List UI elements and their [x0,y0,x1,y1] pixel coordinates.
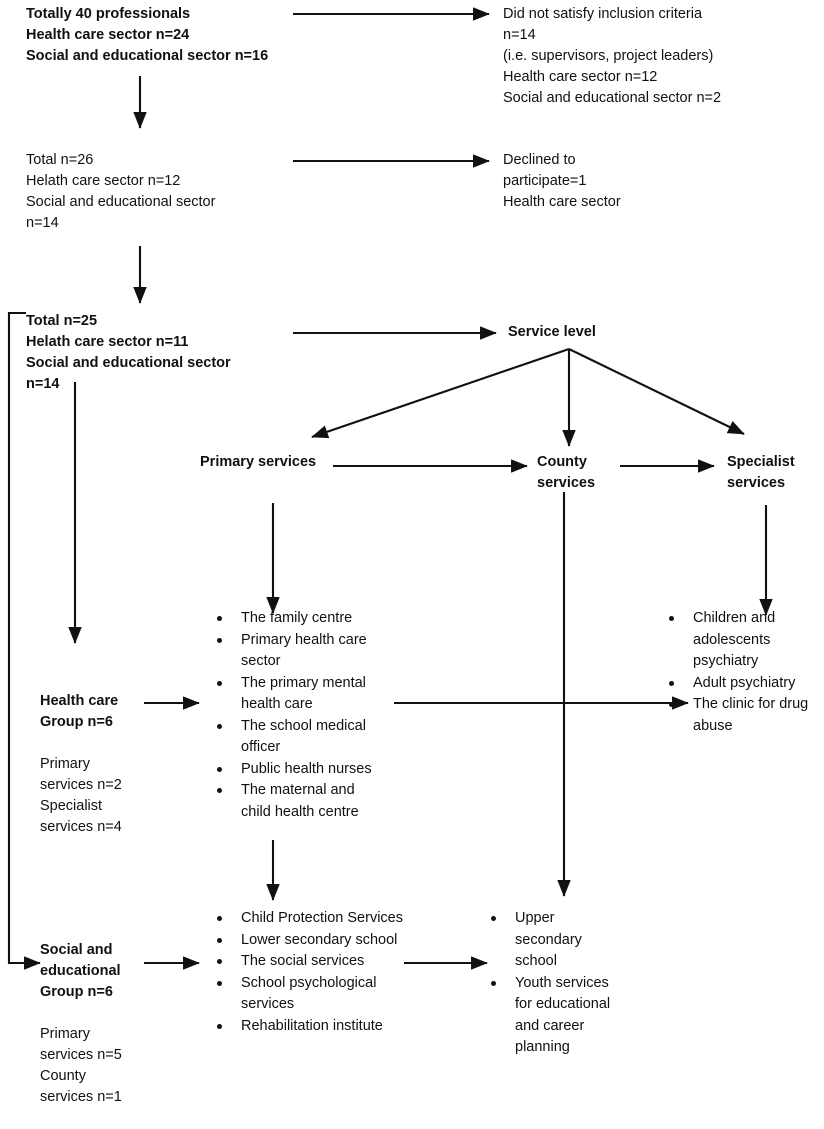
social-group-body: Primary services n=5 County services n=1 [40,1026,122,1105]
list-item: The clinic for drug abuse [665,694,810,737]
social-and-educational-group: Social and educational Group n=6 Primary… [40,919,122,1129]
list-item: Adult psychiatry [665,673,810,695]
list-item: Lower secondary school [213,930,405,952]
list-item: The family centre [213,608,388,630]
list-item: Youth services for educational and caree… [487,973,617,1059]
list-item: The school medical officer [213,716,388,759]
declined-to-participate: Declined to participate=1 Health care se… [503,152,621,210]
primary-services: Primary services [200,454,317,470]
county-services: County services [537,454,596,491]
arrow-service-level-to-primary [311,348,570,439]
specialist-services: Specialist services [727,454,795,491]
list-item: The social services [213,951,405,973]
list-item: The primary mental health care [213,673,388,716]
total-26: Total n=26 Helath care sector n=12 Socia… [26,152,216,231]
list-item: Public health nurses [213,759,388,781]
arrow-service-level-to-specialist [568,348,745,435]
totally-40-professionals: Totally 40 professionals Health care sec… [26,6,269,64]
service-level: Service level [508,324,596,340]
list-item: Upper secondary school [487,908,617,973]
list-item: School psychological services [213,973,405,1016]
health-care-group: Health care Group n=6 Primary services n… [40,670,122,859]
total-25: Total n=25 Helath care sector n=11 Socia… [26,313,231,392]
list-item: Primary health care sector [213,630,388,673]
list-item: Rehabilitation institute [213,1016,405,1038]
list-item: Children and adolescents psychiatry [665,608,810,673]
bracket-total25-to-groups [7,311,41,970]
health-care-group-heading: Health care Group n=6 [40,693,119,730]
did-not-satisfy-inclusion-criteria: Did not satisfy inclusion criteria n=14 … [503,6,722,106]
list-item: The maternal and child health centre [213,780,388,823]
social-group-heading: Social and educational Group n=6 [40,942,121,1000]
list-item: Child Protection Services [213,908,405,930]
health-care-group-body: Primary services n=2 Specialist services… [40,756,122,835]
